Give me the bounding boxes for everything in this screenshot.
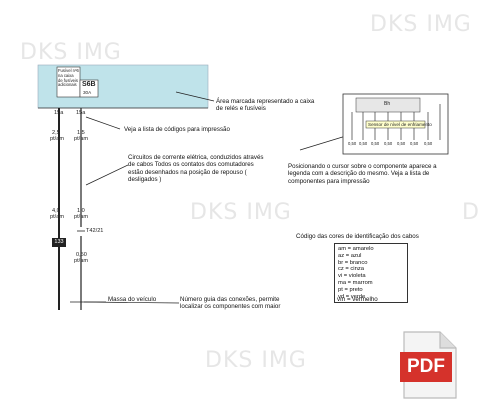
watermark: DKS IMG [205,348,307,373]
annotation-ground: Massa do veículo [108,296,157,303]
pdf-icon[interactable]: PDF [400,352,452,382]
fuse-code: S6B [82,81,96,88]
fuse-note: Fusível nº6 na caixa de fusíveis adicion… [58,68,79,88]
watermark: DKS IMG [190,200,292,225]
wire-gauge: 1,5 [77,130,85,136]
wire-color: pt/am [74,136,88,142]
inset-label: 0,50 [384,141,393,146]
inset-header: Bh [384,101,391,107]
wire-gauge: 1,0 [77,208,85,214]
annotation-code-list: Veja a lista de códigos para impressão [124,126,230,133]
color-codes-title: Código das cores de identificação dos ca… [296,233,419,240]
fuse-box [79,79,99,98]
connector-code: T42/21 [86,228,104,234]
inset-label: 0,50 [397,141,406,146]
inset-label: 0,50 [410,141,419,146]
annotation-cursor: Posicionando o cursor sobre o componente… [288,163,437,185]
ground-tag: 133 [52,238,66,247]
inset-label: 0,50 [371,141,380,146]
color-code-item: vi = violeta [338,273,366,280]
inset-label: 0,50 [359,141,368,146]
watermark: DKS IMG [20,40,122,65]
watermark: D [462,200,480,225]
color-code-item: vm = vermelho [337,296,378,303]
wire-color: pt/am [50,136,64,142]
wire-color: pt/am [50,214,64,220]
color-code-item: br = branco [338,259,368,266]
wire-gauge: 2,5 [52,130,60,136]
color-code-item: vd = verde [338,293,366,300]
annotation-area: Área marcada representado a caixa de rel… [216,98,315,113]
terminal-right: 15a [76,110,86,116]
inset-label: 0,50 [348,141,357,146]
color-code-item: cz = cinza [338,266,364,273]
watermark: DKS IMG [370,12,472,37]
wire-gauge: 4,0 [52,208,60,214]
color-code-item: am = amarelo [338,246,374,252]
wire-gauge: 0,50 [76,252,87,258]
wire-color: pt/am [74,258,88,264]
annotation-guide: Número guia das conexões, permite locali… [180,296,281,311]
color-code-item: pt = preto [338,286,363,293]
inset-label: 0,50 [424,141,433,146]
terminal-left: 15a [54,110,64,116]
wire-color: pt/am [74,214,88,220]
inset-tooltip: Sensor de nível de enfriamento [368,122,432,127]
fuse-rating: 30A [83,90,92,95]
color-codes-box: am = amarelo az = azul br = branco cz = … [334,243,408,303]
annotation-circuits: Circuitos de corrente elétrica, conduzid… [128,154,264,184]
color-code-item: ma = marrom [338,279,373,286]
inset-tooltip-box [365,120,426,129]
color-code-item: az = azul [338,252,362,259]
